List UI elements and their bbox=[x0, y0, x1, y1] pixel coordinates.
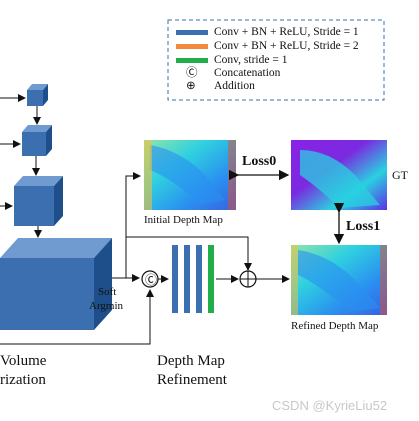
concat-symbol: Ⓒ bbox=[145, 273, 158, 287]
refined-depth-map-caption: Refined Depth Map bbox=[291, 320, 379, 332]
cube-small bbox=[27, 84, 48, 106]
legend-label-conv-stride1: Conv + BN + ReLU, Stride = 1 bbox=[214, 26, 359, 38]
soft-argmin-label-line2: Argmin bbox=[89, 300, 124, 312]
gt-depth-image bbox=[291, 140, 387, 210]
volume-title-line1: Volume bbox=[0, 353, 47, 369]
soft-argmin-label-line1: Soft bbox=[98, 286, 117, 298]
volume-title-line2: rization bbox=[0, 372, 46, 388]
legend-box bbox=[167, 19, 385, 101]
legend-label-conv: Conv, stride = 1 bbox=[214, 54, 288, 66]
gt-caption: GT bbox=[392, 168, 408, 182]
loss0-label: Loss0 bbox=[242, 154, 277, 169]
legend-concat-icon: Ⓒ bbox=[186, 67, 198, 79]
legend-add-icon: ⊕ bbox=[186, 80, 196, 92]
legend-swatch-green bbox=[176, 58, 208, 63]
refinement-block bbox=[172, 245, 214, 313]
legend-swatch-orange bbox=[176, 44, 208, 49]
legend-label-addition: Addition bbox=[214, 80, 255, 92]
cube-volume bbox=[0, 238, 112, 330]
refined-depth-map-image bbox=[291, 245, 387, 315]
watermark: CSDN @KyrieLiu52 bbox=[272, 398, 388, 413]
legend-label-conv-stride2: Conv + BN + ReLU, Stride = 2 bbox=[214, 40, 359, 52]
initial-depth-map-caption: Initial Depth Map bbox=[144, 214, 223, 226]
cube-large bbox=[14, 176, 63, 226]
refinement-title-line1: Depth Map bbox=[157, 353, 225, 369]
cube-medium bbox=[22, 125, 52, 156]
loss1-label: Loss1 bbox=[346, 219, 381, 234]
refinement-title-line2: Refinement bbox=[157, 372, 227, 388]
legend-label-concatenation: Concatenation bbox=[214, 67, 281, 79]
legend-swatch-blue bbox=[176, 30, 208, 35]
initial-depth-map-image bbox=[144, 140, 236, 210]
